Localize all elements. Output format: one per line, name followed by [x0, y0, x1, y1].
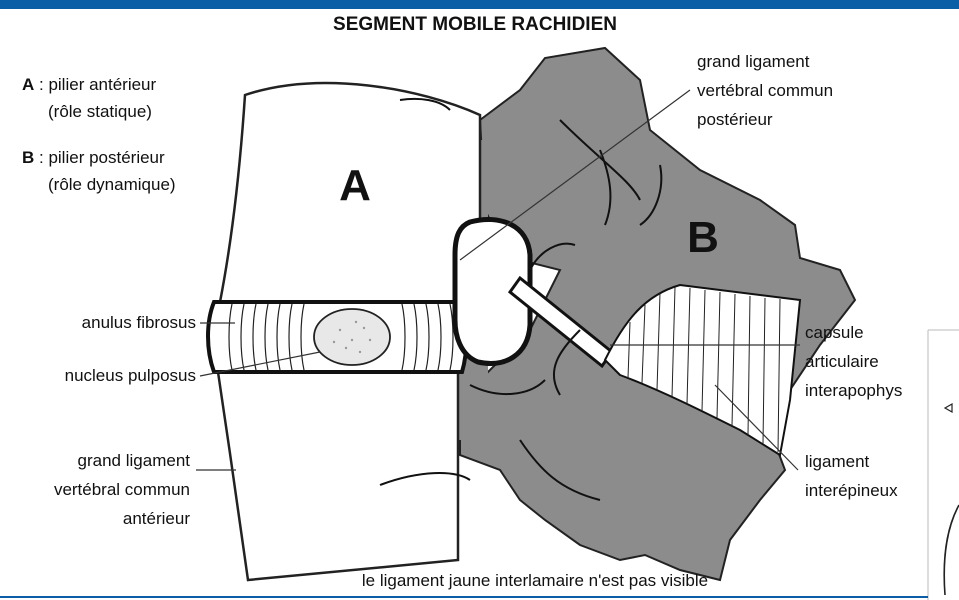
label-posterior-ligament: grand ligament vertébral commun postérie…	[697, 52, 833, 129]
legend-a-line2: (rôle statique)	[48, 102, 152, 121]
intervertebral-disc	[208, 302, 467, 372]
label-anterior-ligament: grand ligament vertébral commun antérieu…	[54, 451, 190, 528]
label-interspinous-ligament: ligament interépineux	[805, 452, 898, 500]
svg-text:ligament: ligament	[805, 452, 870, 471]
legend-a-line1: A : pilier antérieur	[22, 75, 157, 94]
svg-text:vertébral commun: vertébral commun	[697, 81, 833, 100]
label-nucleus-pulposus: nucleus pulposus	[65, 366, 196, 385]
legend-b-line2: (rôle dynamique)	[48, 175, 176, 194]
label-anulus-fibrosus: anulus fibrosus	[82, 313, 196, 332]
lower-vertebral-body	[218, 372, 458, 580]
svg-text:grand ligament: grand ligament	[78, 451, 191, 470]
svg-text:grand ligament: grand ligament	[697, 52, 810, 71]
label-articular-capsule: capsule articulaire interapophys	[805, 323, 902, 400]
svg-text:postérieur: postérieur	[697, 110, 773, 129]
svg-text:interapophys: interapophys	[805, 381, 902, 400]
legend: A : pilier antérieur (rôle statique) B :…	[22, 75, 176, 194]
bottom-rule	[0, 596, 928, 598]
label-pillar-b: B	[687, 213, 719, 262]
nucleus-pulposus	[314, 309, 390, 365]
legend-b-line1: B : pilier postérieur	[22, 148, 165, 167]
svg-text:capsule: capsule	[805, 323, 864, 342]
footnote: le ligament jaune interlamaire n'est pas…	[362, 571, 708, 590]
svg-text:articulaire: articulaire	[805, 352, 879, 371]
figure-title: SEGMENT MOBILE RACHIDIEN	[333, 14, 617, 35]
svg-text:vertébral commun: vertébral commun	[54, 480, 190, 499]
svg-text:interépineux: interépineux	[805, 481, 898, 500]
label-pillar-a: A	[339, 161, 371, 210]
adjacent-figure-fragment	[928, 330, 959, 600]
svg-text:antérieur: antérieur	[123, 509, 190, 528]
